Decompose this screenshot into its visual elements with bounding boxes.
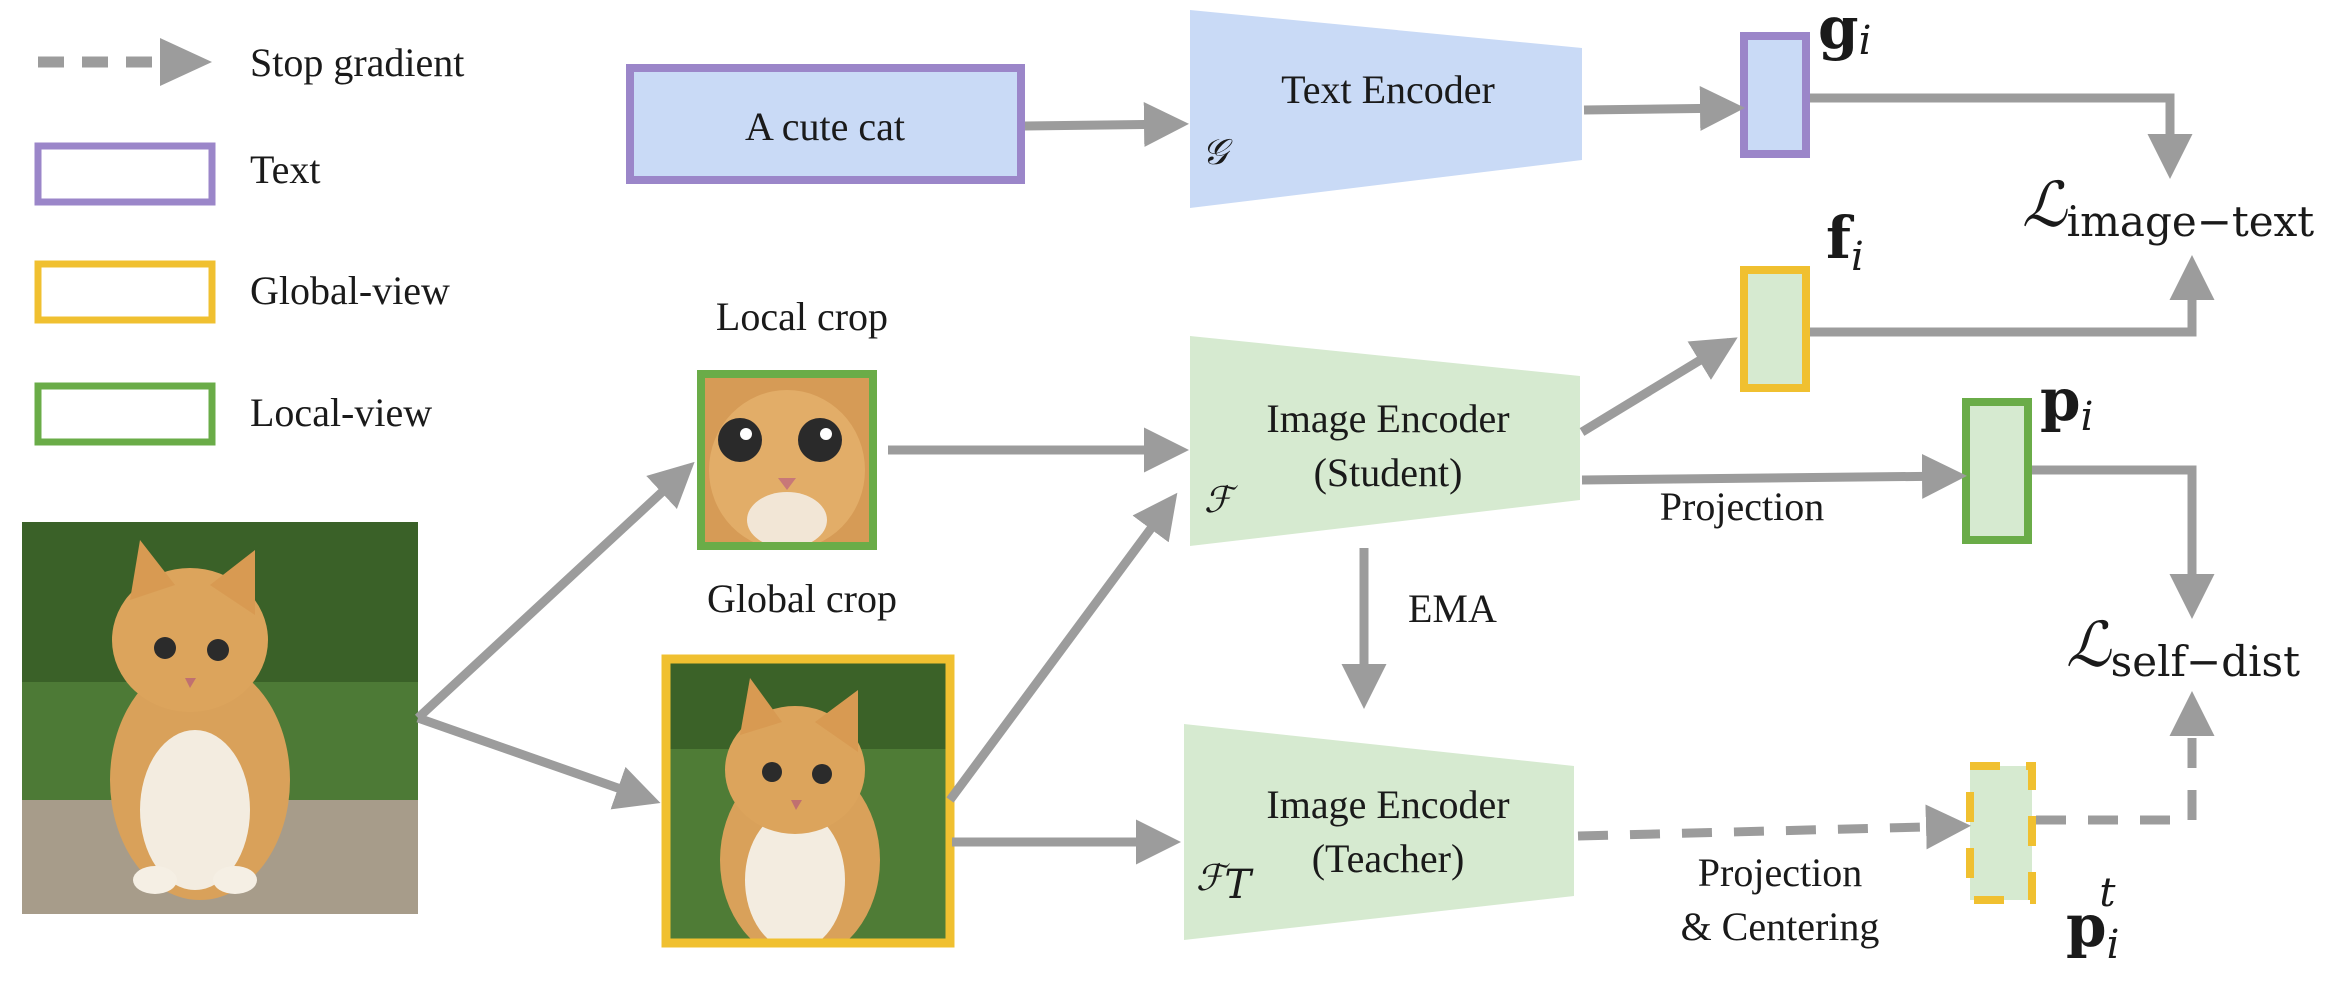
pt-vector-label: pit: [2066, 870, 2119, 968]
teacher-encoder-trapezoid: [1184, 724, 1574, 940]
legend: Stop gradient Text Global-view Local-vie…: [34, 38, 464, 446]
local-crop-image: [697, 370, 877, 550]
legend-stop-gradient-label: Stop gradient: [250, 40, 464, 85]
text-input-box: A cute cat: [626, 64, 1025, 184]
text-input-label: A cute cat: [745, 104, 905, 149]
g-vector-box: [1740, 32, 1810, 158]
legend-local-view: Local-view: [34, 382, 432, 446]
arrow-image-to-local: [414, 461, 695, 722]
legend-local-view-label: Local-view: [250, 390, 432, 435]
arrow-encoder-to-g: [1583, 85, 1745, 131]
arrow-student-to-p: [1581, 453, 1967, 499]
arrow-student-to-f: [1579, 337, 1738, 436]
legend-global-view: Global-view: [34, 260, 450, 324]
arrows: [414, 85, 2215, 865]
teacher-encoder: Image Encoder (Teacher) ℱT: [1184, 724, 1574, 940]
student-encoder-line2: (Student): [1314, 450, 1463, 495]
arrowhead-icon: [160, 38, 212, 86]
teacher-encoder-symbol: ℱT: [1196, 858, 1254, 908]
text-encoder-label: Text Encoder: [1281, 67, 1495, 112]
loss-self-dist: ℒself−dist: [2066, 608, 2300, 686]
text-encoder: Text Encoder 𝒢: [1190, 10, 1582, 208]
pt-vector-box: [1966, 762, 2036, 904]
legend-global-view-label: Global-view: [250, 268, 450, 313]
p-vector-label: pi: [2040, 366, 2093, 440]
local-crop-label: Local crop: [716, 294, 888, 339]
projection-label: Projection: [1660, 484, 1824, 529]
arrow-text-to-encoder: [1024, 101, 1189, 147]
ema-label: EMA: [1408, 586, 1497, 631]
g-vector-label: gi: [1818, 0, 1871, 64]
global-crop-image: [661, 654, 955, 948]
p-vector-box: [1962, 398, 2032, 544]
teacher-encoder-line2: (Teacher): [1312, 836, 1465, 881]
arrow-image-to-global: [416, 713, 661, 810]
student-encoder-line1: Image Encoder: [1266, 396, 1509, 441]
loss-image-text: ℒimage−text: [2022, 168, 2314, 246]
projection-centering-line1: Projection: [1698, 850, 1862, 895]
f-vector-label: fi: [1826, 204, 1864, 280]
arrow-p-to-loss: [2032, 465, 2215, 619]
arrow-f-to-loss: [1810, 255, 2215, 337]
projection-centering-line2: & Centering: [1681, 904, 1880, 949]
f-vector-box: [1740, 266, 1810, 392]
input-kitten-image: [22, 522, 418, 914]
global-view-swatch-icon: [34, 260, 216, 324]
teacher-encoder-line1: Image Encoder: [1266, 782, 1509, 827]
global-crop-label: Global crop: [707, 576, 897, 621]
legend-text-label: Text: [250, 147, 321, 192]
local-view-swatch-icon: [34, 382, 216, 446]
dashed-arrow-teacher-to-pt: [1577, 804, 1971, 850]
arrow-g-to-loss: [1810, 93, 2193, 179]
text-encoder-trapezoid: [1190, 10, 1582, 208]
text-swatch-icon: [34, 142, 216, 206]
arrow-global-to-student: [946, 492, 1178, 803]
legend-text: Text: [34, 142, 321, 206]
dashed-arrow-pt-to-loss: [2036, 691, 2215, 825]
student-encoder: Image Encoder (Student) ℱ: [1190, 336, 1580, 546]
student-encoder-trapezoid: [1190, 336, 1580, 546]
legend-stop-gradient: Stop gradient: [38, 38, 464, 86]
